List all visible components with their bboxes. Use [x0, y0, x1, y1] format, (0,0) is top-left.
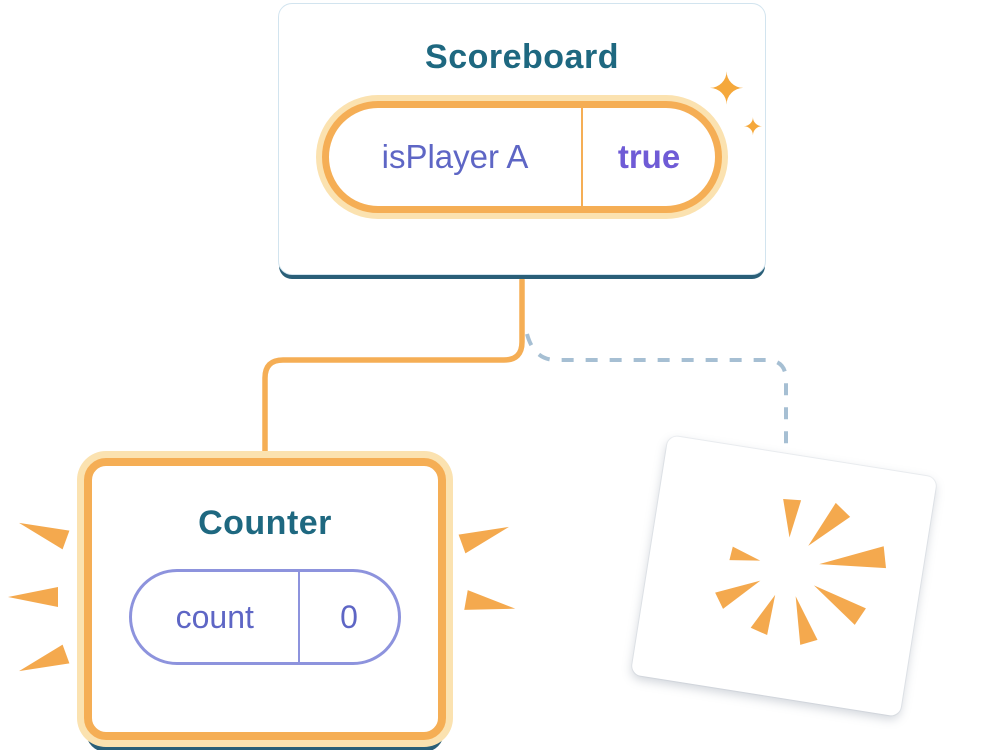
counter-state-pill: count 0 [129, 569, 401, 665]
counter-card: Counter count 0 [84, 458, 446, 740]
removed-component-card [630, 435, 938, 717]
edge-scoreboard-removed-dashed [525, 333, 788, 462]
sparkle-icon: ✦ [742, 114, 763, 141]
edge-scoreboard-counter-solid [262, 277, 525, 471]
pill-divider [581, 108, 583, 206]
scoreboard-card: Scoreboard isPlayer A true ✦ ✦ [278, 3, 766, 275]
scoreboard-title: Scoreboard [425, 38, 619, 76]
pill-divider [297, 572, 300, 662]
counter-title: Counter [198, 504, 332, 542]
state-value: 0 [340, 598, 358, 635]
sparkle-icon: ✦ [708, 65, 745, 114]
poof-burst-icon [715, 498, 886, 645]
scoreboard-state-pill: isPlayer A true ✦ ✦ [322, 68, 763, 213]
state-name: count [175, 598, 254, 635]
state-value: true [617, 138, 681, 175]
state-name: isPlayer A [381, 138, 529, 175]
